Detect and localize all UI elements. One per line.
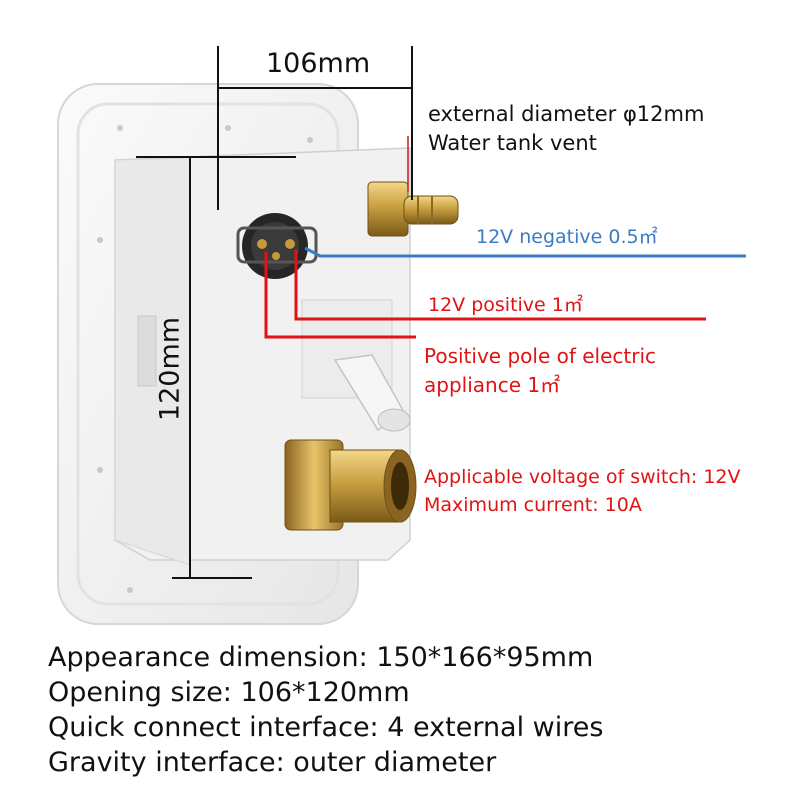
spec-quick-connect: Quick connect interface: 4 external wire… xyxy=(48,712,604,743)
connector-face xyxy=(251,222,299,270)
screw-hole xyxy=(127,587,133,593)
max-current-label: Maximum current: 10A xyxy=(424,494,642,516)
switch-voltage-label: Applicable voltage of switch: 12V xyxy=(424,466,741,488)
terminal-pin xyxy=(257,239,267,249)
height-dimension-label: 120mm xyxy=(154,316,186,422)
positive-wire xyxy=(294,250,706,321)
width-dimension-label: 106mm xyxy=(266,48,371,79)
vent-hex-nut xyxy=(367,181,409,237)
side-slot xyxy=(137,315,157,387)
vent-name-label: Water tank vent xyxy=(428,131,597,155)
screw-hole xyxy=(97,467,103,473)
spec-opening: Opening size: 106*120mm xyxy=(48,677,410,708)
vent-diameter-label: external diameter φ12mm xyxy=(428,102,705,126)
spec-appearance: Appearance dimension: 150*166*95mm xyxy=(48,642,594,673)
negative-wire xyxy=(304,246,746,258)
appliance-wire xyxy=(264,252,416,339)
screw-hole xyxy=(307,137,313,143)
screw-hole xyxy=(225,125,231,131)
screw-hole xyxy=(117,125,123,131)
positive-wire-label: 12V positive 1㎡ xyxy=(428,294,583,316)
appliance-wire-label-line1: Positive pole of electric xyxy=(424,344,657,368)
terminal-pin xyxy=(285,239,295,249)
terminal-pin xyxy=(272,252,280,260)
connector-bracket xyxy=(236,226,318,264)
hose-barb-end xyxy=(377,408,411,432)
spec-gravity: Gravity interface: outer diameter xyxy=(48,747,497,778)
appliance-wire-label-line2: appliance 1㎡ xyxy=(424,373,561,397)
screw-hole xyxy=(97,237,103,243)
negative-wire-label: 12V negative 0.5㎡ xyxy=(476,226,658,248)
